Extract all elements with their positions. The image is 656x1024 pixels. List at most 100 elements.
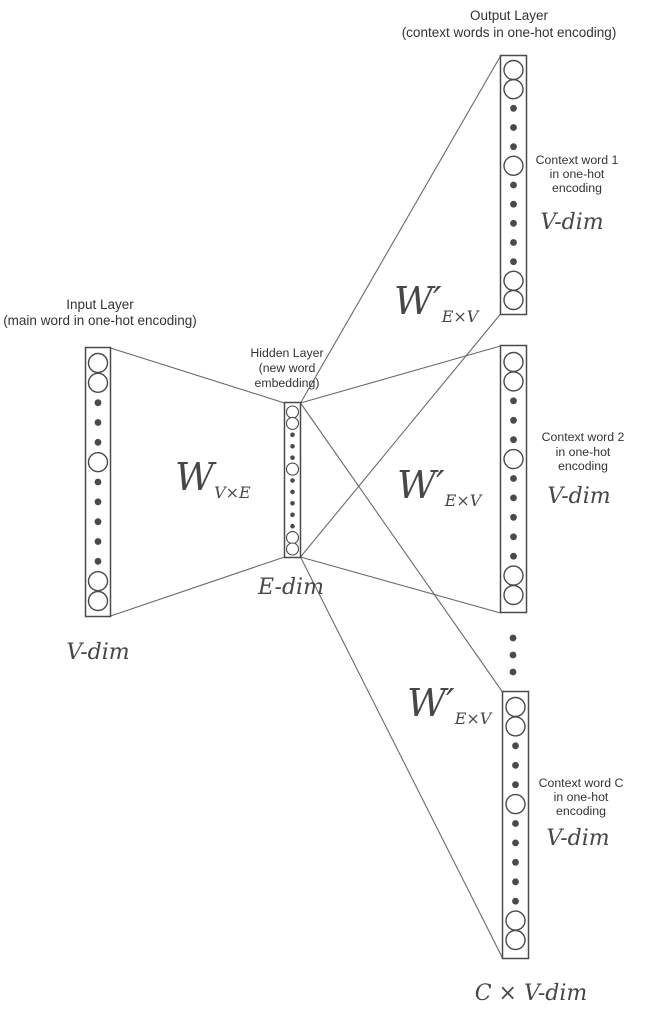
neuron-dot <box>290 432 295 438</box>
output-layer-2-nodes <box>503 351 524 606</box>
neuron-dot <box>290 512 295 518</box>
edge-input-top-to-hidden-top <box>110 347 285 404</box>
output-total-dim-label: C × V-dim <box>475 981 588 1006</box>
neuron-dot <box>290 478 295 483</box>
neuron-dot <box>510 494 517 502</box>
hidden-dim-label: E-dim <box>257 575 324 600</box>
input-dim-label: V-dim <box>66 640 129 665</box>
neuron-dot <box>510 239 517 246</box>
neuron-circle <box>503 371 524 392</box>
neuron-circle <box>87 372 109 393</box>
edge-hidden-bottom-to-output3-bottom <box>300 556 503 959</box>
neuron-circle <box>285 416 300 430</box>
neuron-circle <box>503 78 524 100</box>
neuron-dot <box>290 523 295 529</box>
neuron-circle <box>505 716 526 737</box>
neuron-dot <box>510 513 517 521</box>
neuron-circle <box>503 59 524 81</box>
neuron-circle <box>285 462 300 476</box>
output-layer-3-nodes <box>505 696 526 951</box>
neuron-dot <box>512 742 519 750</box>
weight-edges <box>110 55 503 959</box>
edge-hidden-top-to-output3-top <box>300 402 503 693</box>
context-word-c-line3: encoding <box>556 804 606 818</box>
neuron-circle <box>505 910 526 931</box>
edge-hidden-bottom-to-output1-bottom <box>300 313 501 558</box>
hidden-layer-title-line2: (new word <box>259 361 316 375</box>
neuron-dot <box>94 518 102 526</box>
neuron-circle <box>503 289 524 311</box>
neuron-dot <box>94 498 102 506</box>
neuron-dot <box>510 397 517 405</box>
output-layer-title-line2: (context words in one-hot encoding) <box>402 25 617 40</box>
neuron-circle <box>285 531 300 545</box>
neuron-circle <box>505 929 526 951</box>
edge-input-bottom-to-hidden-bottom <box>110 556 285 617</box>
neuron-circle <box>87 571 109 592</box>
neuron-dot <box>94 557 102 565</box>
neuron-dot <box>510 416 517 424</box>
ellipsis-dot <box>509 634 517 642</box>
neuron-dot <box>512 820 519 827</box>
weight-matrix-output3-label: W′E×V <box>407 681 493 728</box>
edge-hidden-top-to-output2-top <box>300 345 501 404</box>
neuron-dot <box>94 419 102 426</box>
ellipsis-dot <box>509 668 517 676</box>
outputs-vertical-ellipsis <box>509 634 517 676</box>
context-word-c-line2: in one-hot <box>554 790 609 804</box>
neuron-dot <box>510 552 517 560</box>
neuron-dot <box>290 501 295 506</box>
neuron-dot <box>94 478 102 486</box>
neuron-circle <box>503 584 524 606</box>
context-word-2-dim: V-dim <box>547 484 610 509</box>
neuron-dot <box>510 258 517 266</box>
neuron-dot <box>512 897 519 905</box>
edge-hidden-top-to-output1-top <box>300 55 501 404</box>
input-layer-nodes <box>87 352 109 612</box>
neuron-dot <box>510 219 517 227</box>
neuron-dot <box>510 200 517 208</box>
output-layer-1-nodes <box>503 59 524 311</box>
context-word-1-line2: in one-hot <box>550 167 605 181</box>
neuron-dot <box>510 104 517 112</box>
weight-matrix-output2-label: W′E×V <box>397 463 483 510</box>
input-layer-title-line1: Input Layer <box>66 297 134 312</box>
context-word-c-line1: Context word C <box>539 776 624 790</box>
ellipsis-dot <box>509 651 517 659</box>
hidden-layer-title-line1: Hidden Layer <box>250 346 323 360</box>
neuron-dot <box>510 181 517 189</box>
neuron-dot <box>512 781 519 789</box>
neuron-dot <box>290 444 295 449</box>
neuron-dot <box>510 124 517 131</box>
neuron-circle <box>503 565 524 586</box>
neuron-dot <box>510 143 517 151</box>
context-word-2-line2: in one-hot <box>556 445 611 459</box>
neuron-circle <box>87 452 109 473</box>
hidden-layer-title-line3: embedding) <box>255 376 320 390</box>
context-word-1-dim: V-dim <box>540 210 603 235</box>
context-word-2-line1: Context word 2 <box>542 430 625 444</box>
input-layer-title-line2: (main word in one-hot encoding) <box>3 313 197 328</box>
weight-matrix-input-label: WV×E <box>175 455 251 502</box>
neuron-dot <box>94 438 102 446</box>
neuron-dot <box>512 878 519 886</box>
weight-matrix-output1-label: W′E×V <box>394 279 480 326</box>
neuron-circle <box>87 590 109 612</box>
edge-hidden-bottom-to-output2-bottom <box>300 556 501 614</box>
neuron-dot <box>94 538 102 545</box>
neuron-circle <box>285 542 300 556</box>
hidden-layer-nodes <box>285 405 300 556</box>
neuron-dot <box>290 455 295 461</box>
neuron-circle <box>503 351 524 373</box>
neuron-dot <box>512 858 519 866</box>
neuron-dot <box>512 761 519 769</box>
neuron-circle <box>503 448 524 470</box>
neuron-circle <box>503 155 524 177</box>
output-layer-title-line1: Output Layer <box>470 8 549 23</box>
neuron-dot <box>94 399 102 407</box>
neuron-dot <box>510 475 517 482</box>
context-word-1-line3: encoding <box>552 181 602 195</box>
neuron-circle <box>503 270 524 291</box>
